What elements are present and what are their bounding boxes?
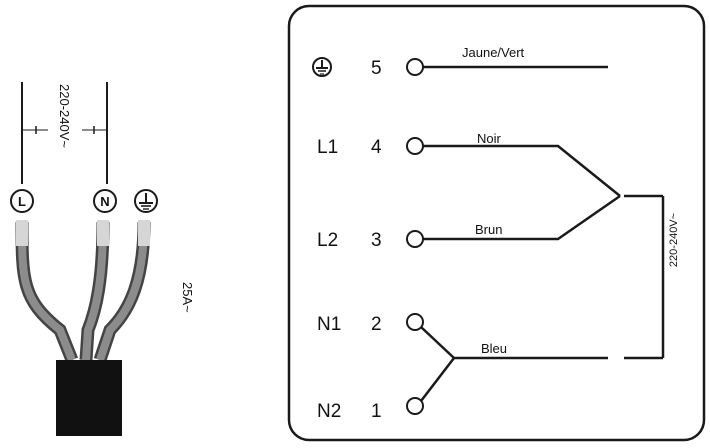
wire-n2 (420, 357, 455, 402)
wire-label-neutral: Bleu (481, 341, 507, 356)
terminal-screw-5 (406, 58, 424, 76)
live-terminal-symbol: L (10, 189, 34, 213)
cable-rating-label: 25A~ (180, 282, 195, 313)
terminal-name-n1: N1 (317, 314, 341, 335)
earth-icon (134, 189, 158, 213)
terminal-name-n2: N2 (317, 401, 341, 422)
neutral-terminal-label: N (100, 194, 109, 209)
wire-label-l1: Noir (477, 131, 502, 146)
terminal-number-1: 1 (371, 401, 382, 422)
terminal-number-3: 3 (371, 230, 382, 251)
wire-l2 (423, 194, 621, 241)
wire-n1 (420, 326, 455, 359)
neutral-terminal-symbol: N (93, 189, 117, 213)
terminal-number-2: 2 (371, 314, 382, 335)
supply-cable: 220-240V~ L N 25A~ (10, 82, 195, 436)
terminal-number-5: 5 (371, 58, 382, 79)
panel-border (287, 4, 706, 442)
live-wire-end (16, 220, 28, 246)
terminal-block-panel: 5 Jaune/Vert L1 4 Noir L2 3 Brun N1 2 Bl… (287, 4, 706, 442)
neutral-wire-end (97, 220, 109, 246)
terminal-name-l1: L1 (317, 137, 338, 158)
live-terminal-label: L (18, 194, 26, 209)
wire-l1 (423, 144, 621, 197)
wire-label-l2: Brun (475, 222, 502, 237)
supply-voltage-label: 220-240V~ (57, 84, 72, 148)
terminal-screw-3 (406, 230, 424, 248)
panel-voltage-label: 220-240V~ (668, 213, 680, 267)
wire-label-earth: Jaune/Vert (462, 45, 525, 60)
earth-wire-end (138, 220, 150, 246)
panel-earth-icon (312, 57, 332, 77)
cable-sheath (56, 360, 122, 436)
terminal-screw-2 (406, 313, 424, 331)
terminal-name-l2: L2 (317, 230, 338, 251)
terminal-number-4: 4 (371, 137, 382, 158)
terminal-screw-4 (406, 137, 424, 155)
terminal-screw-1 (406, 397, 424, 415)
